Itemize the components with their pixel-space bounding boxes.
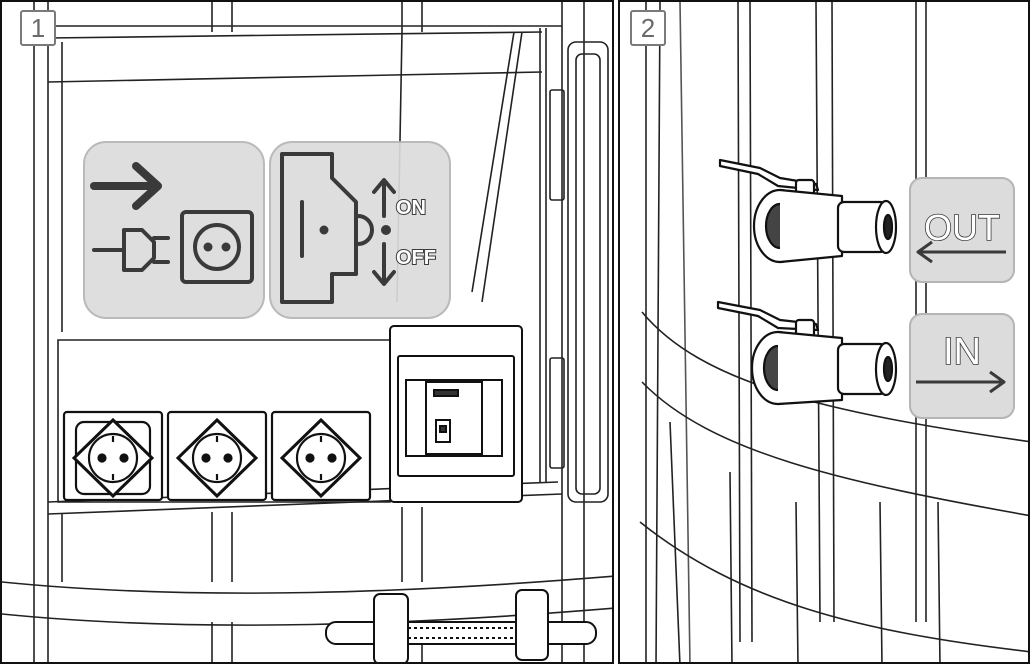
power-socket-2: [166, 410, 268, 502]
panel-number-badge: 2: [630, 10, 666, 46]
switch-pictogram: [269, 141, 451, 319]
panel-water-connections: OUT IN 2: [618, 0, 1030, 664]
panel-control-box: ON OFF 1: [0, 0, 614, 664]
circuit-breaker: [389, 325, 523, 503]
power-socket-3: [270, 410, 372, 502]
in-label-card: [909, 313, 1015, 419]
plug-socket-pictogram: [83, 141, 265, 319]
water-valves-drawing: OUT IN: [639, 2, 1028, 662]
outlet-ball-valve: [718, 158, 898, 264]
control-box-drawing: ON OFF: [2, 2, 612, 662]
panel-number-badge: 1: [20, 10, 56, 46]
in-label: IN: [943, 331, 981, 373]
inlet-ball-valve: [716, 300, 898, 406]
switch-on-label: ON: [396, 197, 426, 219]
tub-clamp: [325, 589, 597, 662]
power-socket-1: [62, 410, 164, 502]
out-label-card: [909, 177, 1015, 283]
out-label: OUT: [924, 207, 1000, 248]
switch-off-label: OFF: [396, 247, 436, 269]
